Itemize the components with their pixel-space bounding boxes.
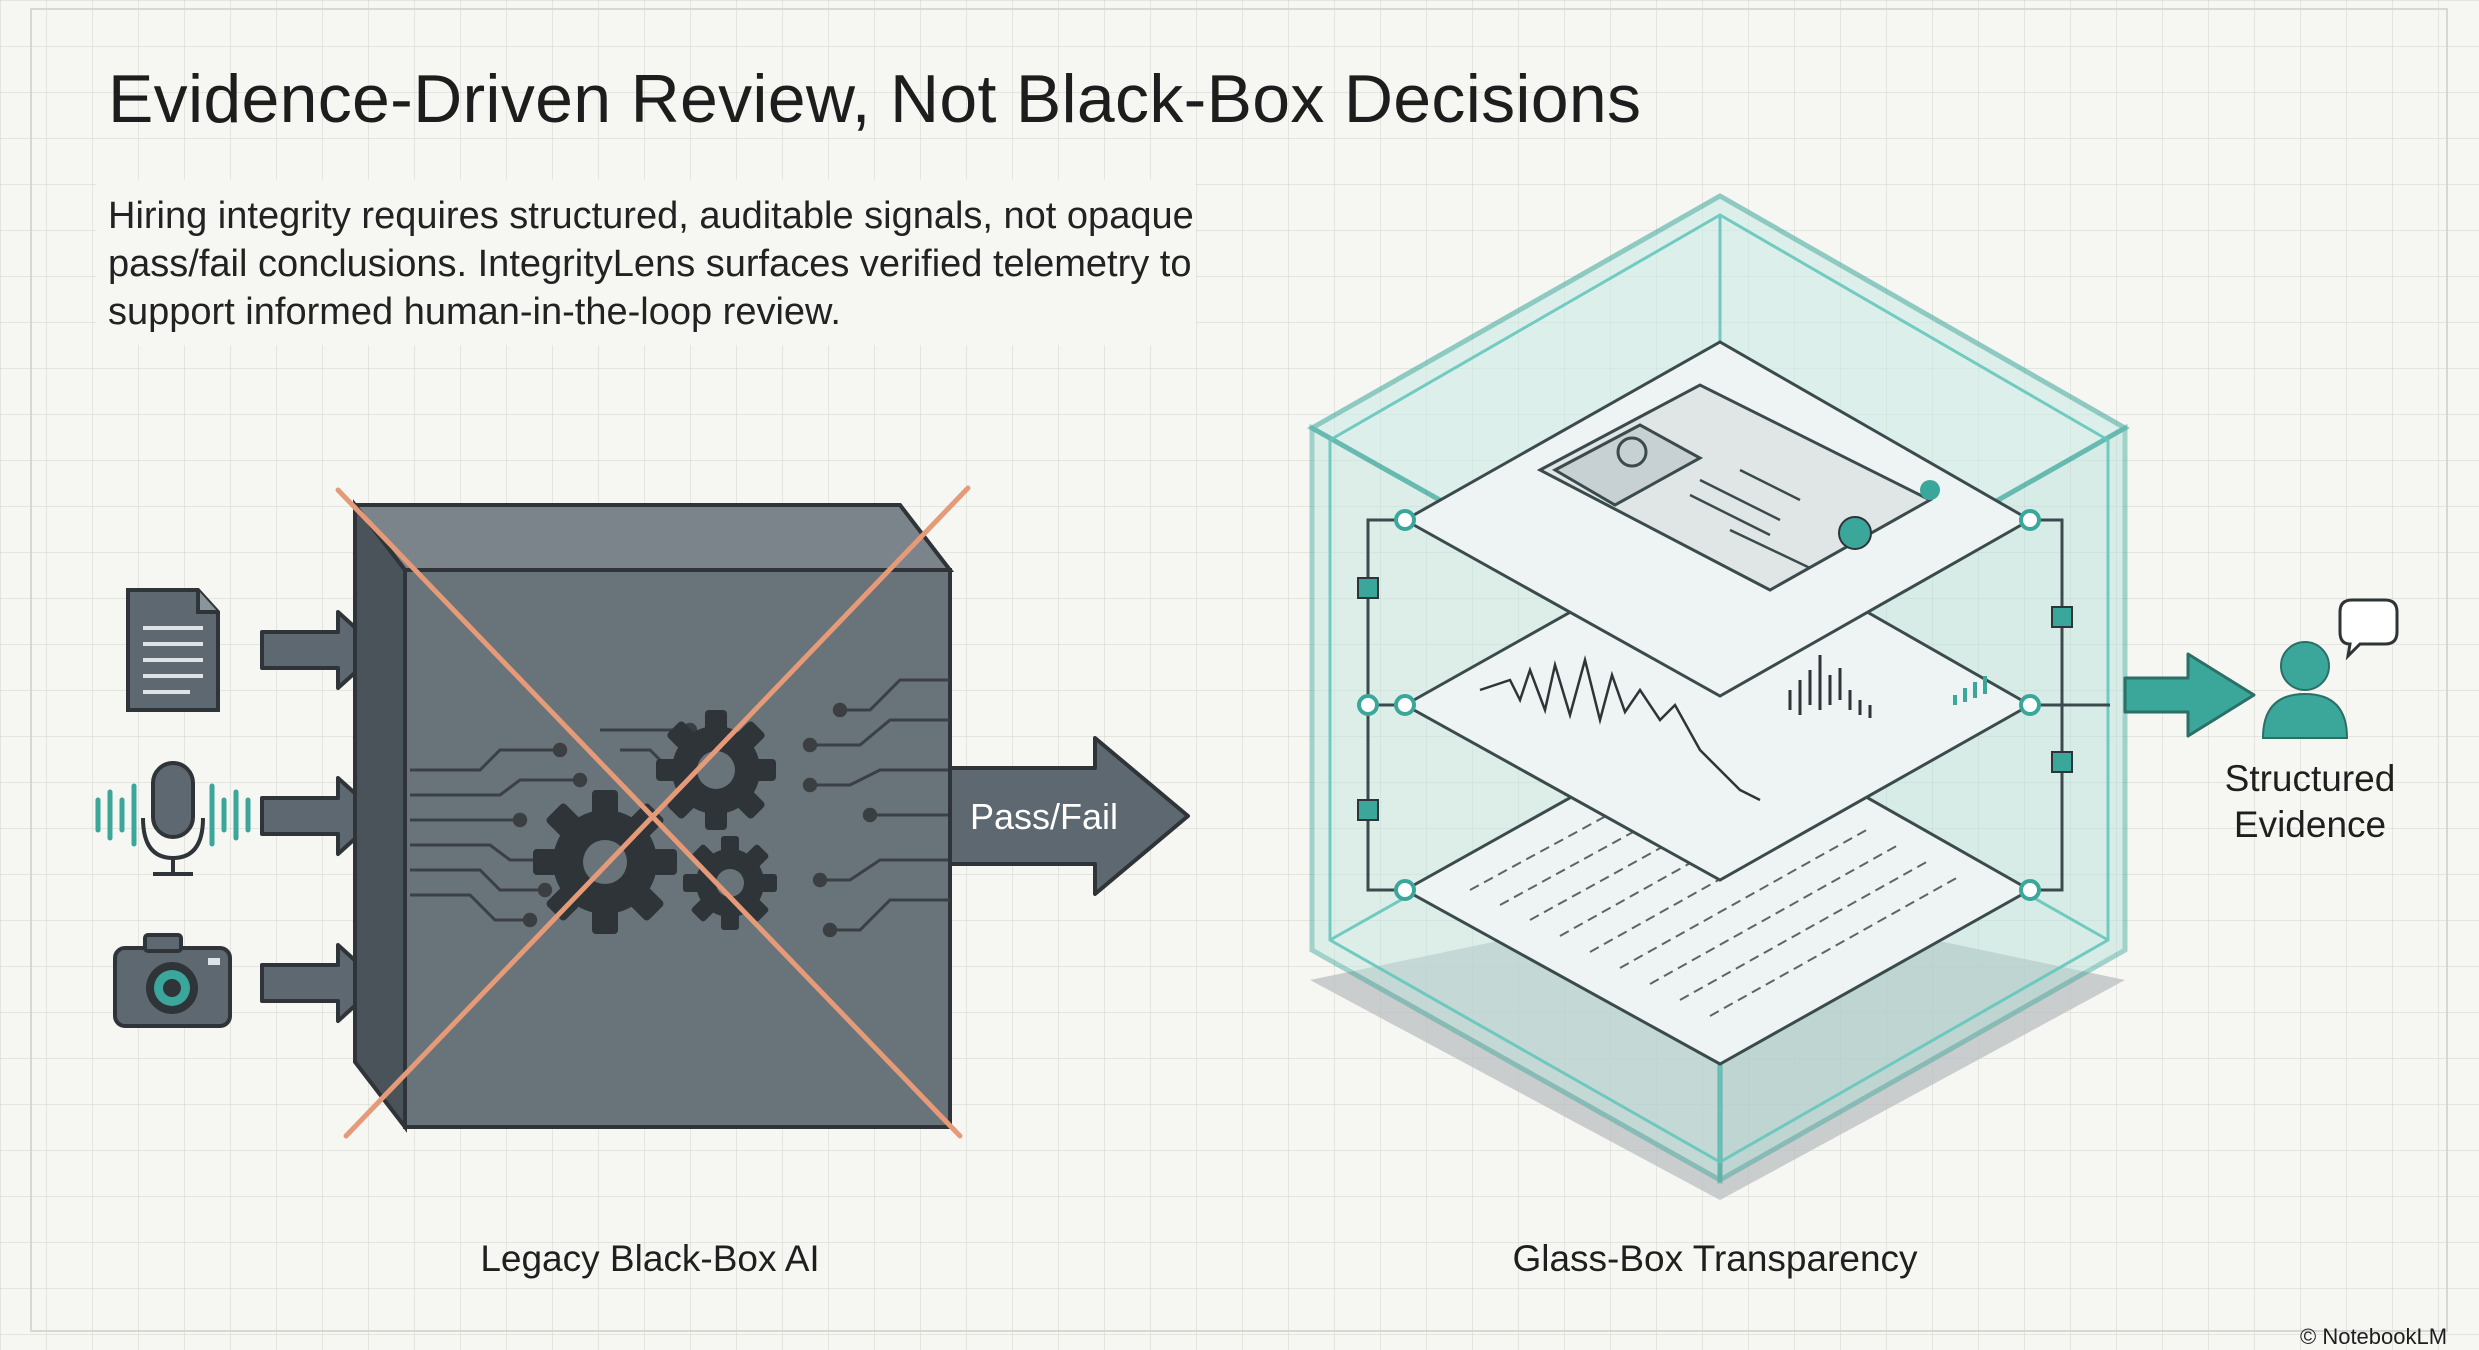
legacy-caption: Legacy Black-Box AI [480,1238,820,1279]
evidence-arrow [2123,652,2256,738]
document-icon [126,588,220,712]
circuit-traces [410,678,950,938]
gear-icon [656,710,776,830]
subtitle-backdrop [96,180,1196,345]
camera-icon [113,933,232,1028]
cross-out-mark [335,485,971,1139]
telemetry-layer-identity [1401,340,2034,698]
connector-nodes [1357,509,2041,901]
speech-bubble-icon [2338,598,2399,661]
slide-subtitle: Hiring integrity requires structured, au… [108,195,1194,333]
checkbox-icon [1357,577,2073,821]
structured-evidence-label: Structured Evidence [2150,756,2470,848]
gear-icon [683,836,777,930]
pass-fail-label: Pass/Fail [970,796,1118,837]
microphone-icon [95,761,251,876]
structured-evidence-line2: Evidence [2233,804,2387,845]
structured-evidence-line1: Structured [2224,758,2396,799]
slide-title: Evidence-Driven Review, Not Black-Box De… [108,61,1642,137]
glassbox-caption: Glass-Box Transparency [1512,1238,1918,1279]
pass-fail-arrow: Pass/Fail [948,736,1190,896]
reviewer-person-icon [2261,641,2349,739]
footer-credit: © NotebookLM [2300,1324,2448,1349]
